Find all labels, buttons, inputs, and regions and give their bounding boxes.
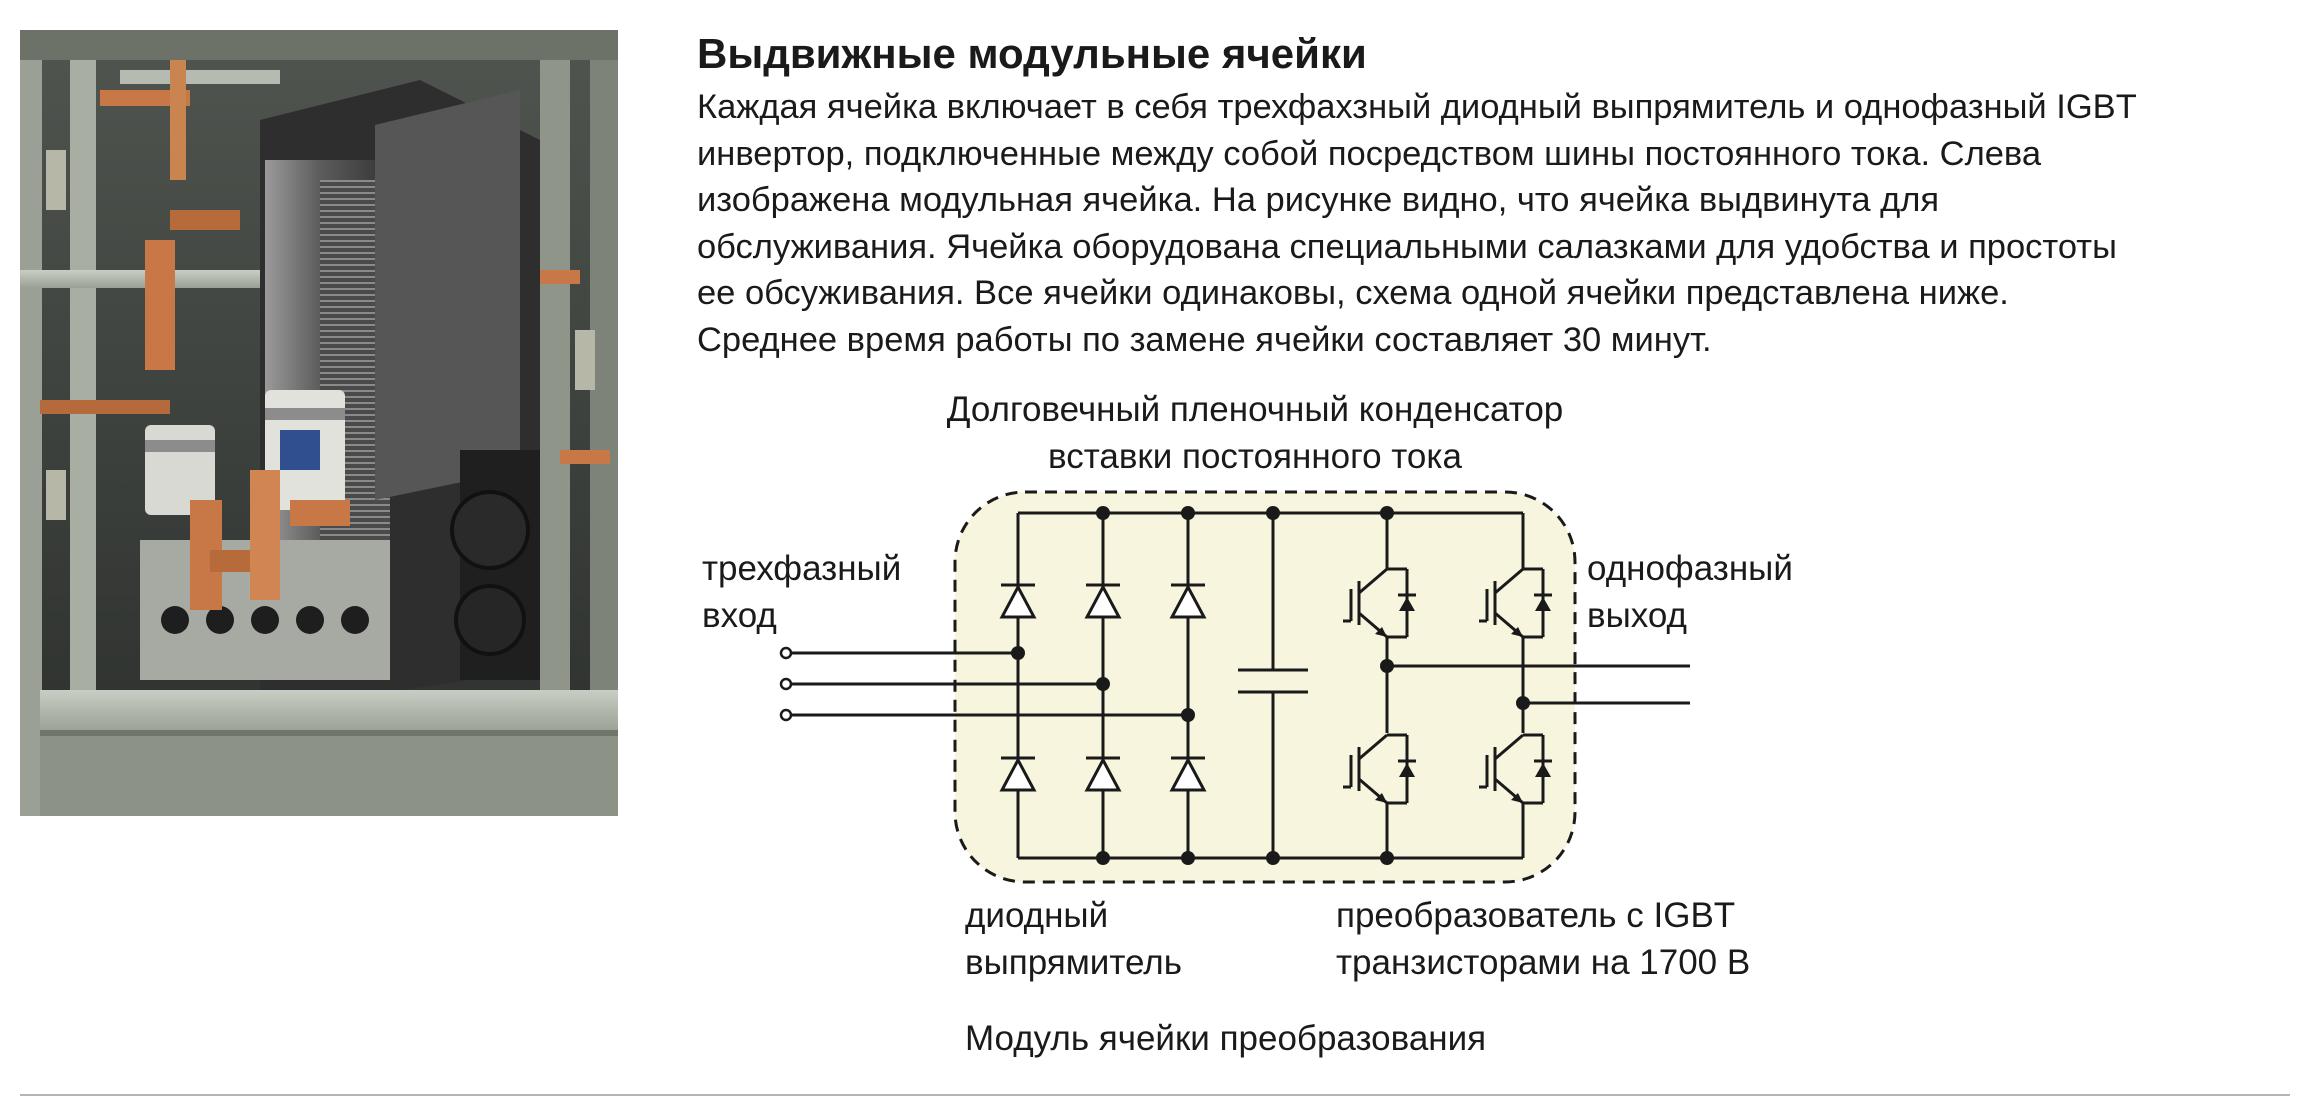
description-line: изображена модульная ячейка. На рисунке … [697,181,1940,219]
module-boundary [953,490,1577,884]
description-line: ее обсуживания. Все ячейки одинаковы, сх… [697,274,2009,312]
description-line: Среднее время работы по замене ячейки со… [697,320,1712,359]
capacitor-label: Долговечный пленочный конденсатор вставк… [946,390,1564,476]
output-label: однофазный выход [1587,549,1793,635]
drawout-cell-photo [20,30,618,816]
description-line: инвертор, подключенные между собой посре… [697,134,2042,173]
description-line: Каждая ячейка включает в себя трехфахзны… [697,88,2137,126]
input-label: трехфазный вход [702,549,902,635]
rectifier-label: диодный выпрямитель [965,896,1182,982]
junction-dots [1011,506,1530,865]
description-paragraph: Каждая ячейка включает в себя трехфахзны… [697,84,2297,363]
input-terminals [779,646,793,722]
page-title: Выдвижные модульные ячейки [697,30,1367,77]
description-line: обслуживания. Ячейка оборудована специал… [697,227,2117,266]
diagram-caption: Модуль ячейки преобразования [965,1019,1487,1058]
bottom-divider [20,1094,2290,1096]
inverter-label: преобразователь с IGBT транзисторами на … [1336,896,1751,982]
